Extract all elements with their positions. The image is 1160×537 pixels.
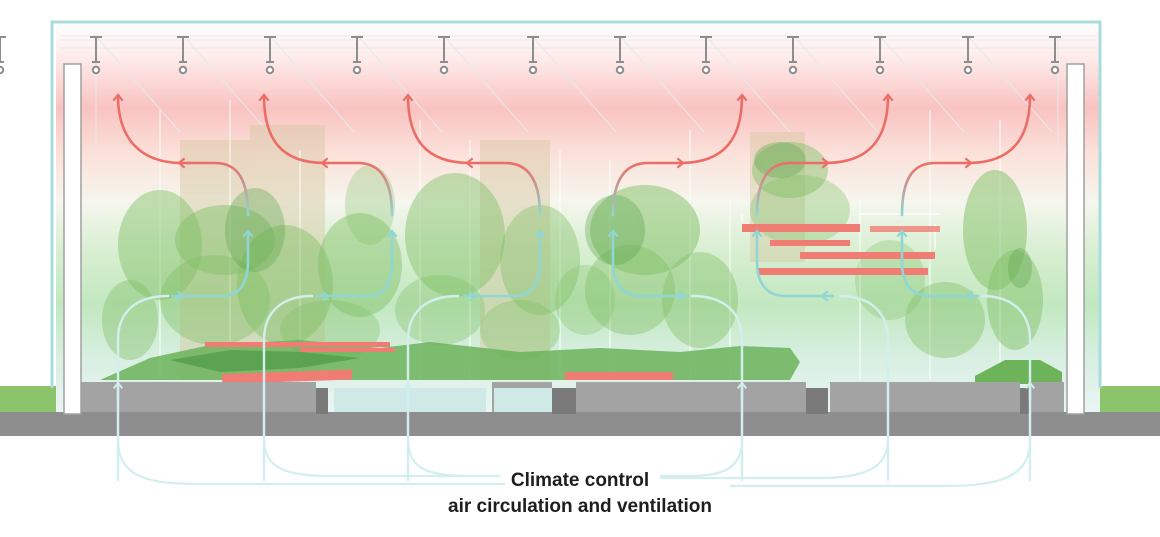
floor-columns	[316, 388, 1030, 414]
garden-terrain	[100, 340, 800, 380]
foliage	[102, 142, 1043, 360]
wall-column-right	[1066, 63, 1085, 415]
glass-partitions	[159, 100, 1001, 380]
glass-basement	[334, 388, 552, 412]
ceiling-fan-row	[90, 36, 1061, 75]
cool-air-arrows	[178, 229, 972, 298]
interior-platform	[741, 213, 940, 275]
floor-slab	[0, 412, 1160, 436]
lawn-left	[0, 386, 56, 414]
wall-column-left	[63, 63, 82, 415]
lawn-right	[1098, 386, 1160, 414]
raised-beds	[205, 342, 673, 384]
garden-terrain-right	[975, 360, 1062, 384]
interior-buildings	[180, 125, 805, 380]
roof-truss	[60, 35, 1096, 150]
supply-air-loops	[116, 439, 1032, 488]
caption-title: Climate control	[510, 470, 650, 491]
warm-air-arrows	[112, 93, 1036, 165]
fresh-air-loops	[112, 294, 1036, 482]
caption-subtitle: air circulation and ventilation	[448, 496, 712, 517]
greenhouse-frame	[50, 20, 1102, 388]
transition-arcs	[186, 161, 962, 217]
ceiling-fans	[0, 36, 6, 75]
